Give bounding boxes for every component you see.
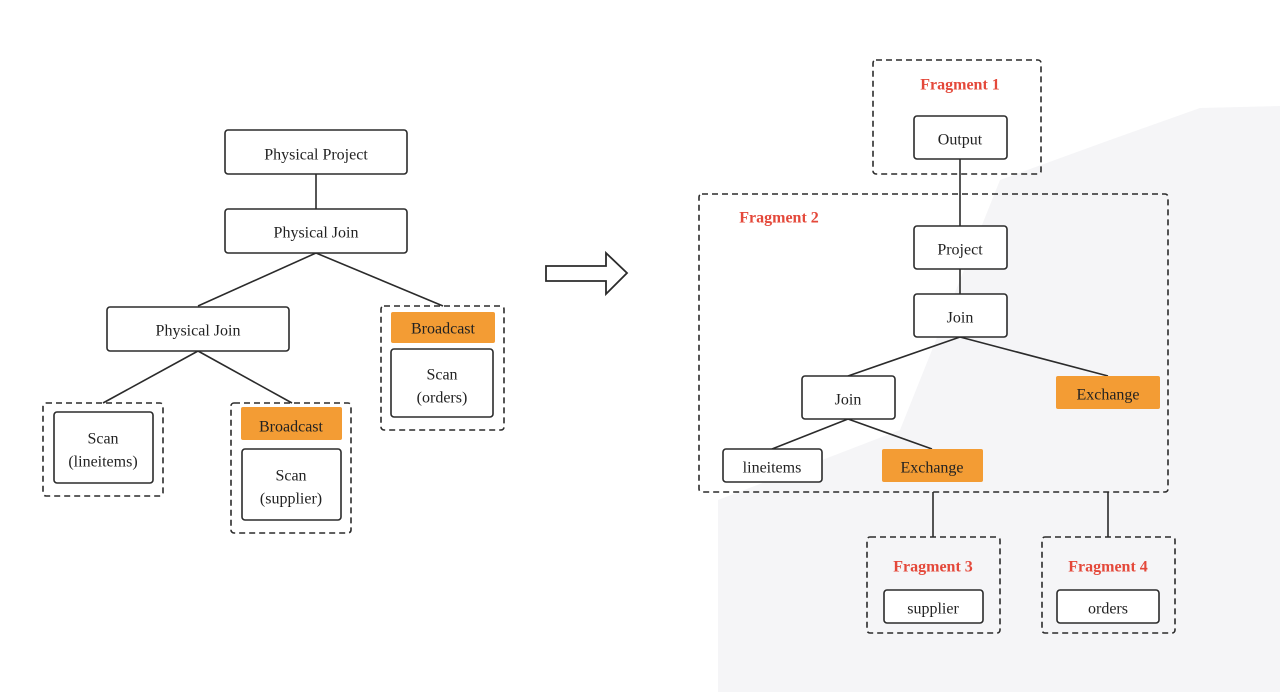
scan-orders-label-1: Scan	[426, 367, 457, 384]
broadcast-supplier-node	[241, 407, 342, 440]
exchange-right-node	[1056, 376, 1160, 409]
edge-leftjoin-broadcast-supplier	[197, 350, 293, 404]
scan-orders-label-2: (orders)	[417, 390, 468, 407]
exchange-inner-label: Exchange	[900, 460, 963, 477]
fragment-1-title: Fragment 1	[920, 77, 1000, 94]
fragment-3-box	[866, 536, 1001, 634]
broadcast-supplier-group	[230, 402, 352, 534]
broadcast-supplier-label: Broadcast	[259, 419, 324, 436]
physical-join-left-label: Physical Join	[156, 323, 241, 340]
join-inner-label: Join	[835, 392, 862, 409]
fragment-4-title: Fragment 4	[1068, 559, 1148, 576]
fragment-3-title: Fragment 3	[893, 559, 973, 576]
join-top-label: Join	[947, 310, 974, 327]
edge-leftjoin-lineitems	[102, 350, 199, 404]
lineitems-node	[722, 448, 823, 483]
scan-lineitems-group	[42, 402, 164, 497]
scan-lineitems-label-1: Scan	[87, 431, 118, 448]
physical-join-top-node	[224, 208, 408, 254]
edge-join-leftjoin	[197, 252, 317, 307]
edge-innerjoin-exchange	[847, 418, 933, 450]
supplier-node	[883, 589, 984, 624]
right-fragment-plan: Fragment 1 Output Fragment 2 Project Joi…	[698, 59, 1176, 634]
left-physical-plan: Physical Project Physical Join Physical …	[42, 129, 505, 534]
supplier-label: supplier	[907, 601, 959, 618]
transform-arrow-icon	[545, 250, 629, 297]
edge-join-innerjoin	[847, 336, 961, 377]
scan-lineitems-node	[53, 411, 154, 484]
exchange-right-label: Exchange	[1076, 387, 1139, 404]
fragment-2-box	[698, 193, 1169, 493]
lineitems-label: lineitems	[743, 460, 802, 477]
broadcast-orders-label: Broadcast	[411, 321, 476, 338]
output-node	[913, 115, 1008, 160]
scan-orders-node	[390, 348, 494, 418]
edge-join-broadcast-orders	[315, 252, 444, 307]
background-shape-fill	[718, 106, 1280, 692]
scan-supplier-node	[241, 448, 342, 521]
join-inner-node	[801, 375, 896, 420]
orders-label: orders	[1088, 601, 1128, 618]
exchange-inner-node	[882, 449, 983, 482]
edge-join-exchange-right	[959, 336, 1109, 377]
physical-join-left-node	[106, 306, 290, 352]
scan-lineitems-label-2: (lineitems)	[68, 454, 137, 471]
scan-supplier-label-1: Scan	[275, 468, 306, 485]
physical-join-top-label: Physical Join	[274, 225, 359, 242]
broadcast-orders-node	[391, 312, 495, 343]
project-node	[913, 225, 1008, 270]
physical-project-node	[224, 129, 408, 175]
fragment-4-box	[1041, 536, 1176, 634]
physical-project-label: Physical Project	[264, 147, 368, 164]
join-top-node	[913, 293, 1008, 338]
orders-node	[1056, 589, 1160, 624]
project-label: Project	[937, 242, 983, 259]
fragment-2-title: Fragment 2	[739, 210, 819, 227]
broadcast-orders-group	[380, 305, 505, 431]
scan-supplier-label-2: (supplier)	[260, 491, 322, 508]
fragment-1-box	[872, 59, 1042, 175]
output-label: Output	[938, 132, 983, 149]
edge-innerjoin-lineitems	[771, 418, 849, 450]
